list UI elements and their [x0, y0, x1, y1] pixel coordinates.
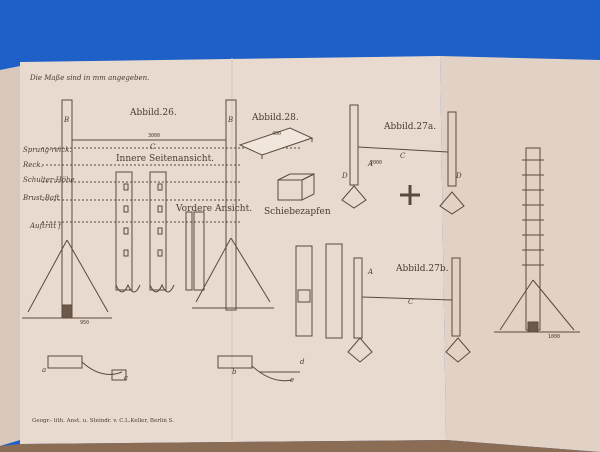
plate-drawing [238, 127, 314, 159]
side-label-2: Reck. [23, 161, 43, 169]
caption-abb27b: Abbild.27b. [396, 264, 449, 274]
right-page [440, 56, 600, 452]
letter-c-device: c [124, 374, 128, 382]
letter-b-right: B [228, 116, 234, 124]
side-label-1: Sprung-reick. [23, 146, 72, 154]
right-post [192, 99, 274, 311]
book-bottom-edge [0, 440, 600, 452]
letter-d-27a: D [342, 172, 348, 180]
caption-inner-view: Innere Seitenansicht. [116, 154, 215, 164]
frame-27a [341, 104, 465, 215]
caption-abb28: Abbild.28. [252, 113, 299, 123]
printer-imprint: Geogr.- lith. Anst. u. Steindr. v. C.L.K… [32, 418, 174, 424]
left-page [20, 56, 446, 444]
device-a [47, 355, 127, 381]
slide-pin-block [277, 173, 315, 201]
dim-3000: 3000 [148, 133, 161, 139]
letter-a-device: a [42, 366, 47, 374]
letter-c-26: C [150, 143, 156, 151]
caption-abb27a: Abbild.27a. [384, 122, 437, 132]
letter-a-27a: A [368, 160, 374, 168]
inner-side-ladder-2 [149, 171, 175, 293]
caption-slide-pin: Schiebezapfen [264, 207, 331, 217]
dimension-note: Die Maße sind in mm angegeben. [30, 74, 150, 82]
side-label-3: Schulter-Höhe [23, 176, 75, 184]
letter-d-device: d [300, 358, 305, 366]
dim-2000: 2000 [370, 160, 383, 166]
side-label-5: Auftritt f [30, 222, 61, 230]
height-lines [42, 147, 300, 223]
letter-c-27b: C [408, 298, 414, 306]
letter-a-27b: A [368, 268, 374, 276]
ladder-tower [494, 147, 580, 333]
letter-e-device: e [290, 376, 295, 384]
caption-abb26: Abbild.26. [130, 108, 177, 118]
frame-27b [347, 257, 471, 363]
letter-c-27a: C [400, 152, 406, 160]
inner-side-ladder-1 [115, 171, 141, 293]
side-label-4: Brust-Baft [23, 194, 60, 202]
dim-950: 950 [80, 320, 90, 326]
letter-b-left: B [64, 116, 70, 124]
letter-d-27a-right: D [456, 172, 462, 180]
left-post [22, 99, 112, 319]
front-view-beam [185, 211, 205, 291]
letter-b-device: b [232, 368, 237, 376]
dim-1000: 1000 [548, 334, 561, 340]
left-page-edge [0, 66, 20, 446]
side-view-posts [295, 243, 343, 339]
caption-front-view: Vordere Ansicht. [176, 204, 253, 214]
device-b [217, 355, 300, 382]
dim-400: 400 [272, 131, 282, 137]
